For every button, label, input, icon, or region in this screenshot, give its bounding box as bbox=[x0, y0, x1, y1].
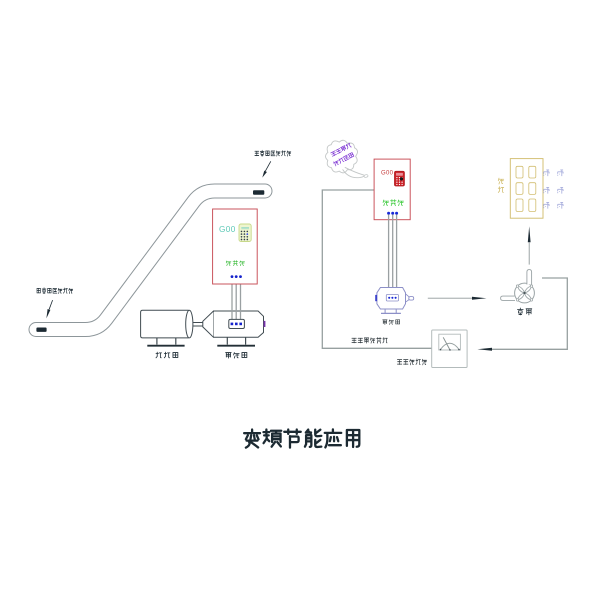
svg-text:G00: G00 bbox=[381, 171, 394, 177]
svg-text:G00: G00 bbox=[219, 225, 236, 234]
